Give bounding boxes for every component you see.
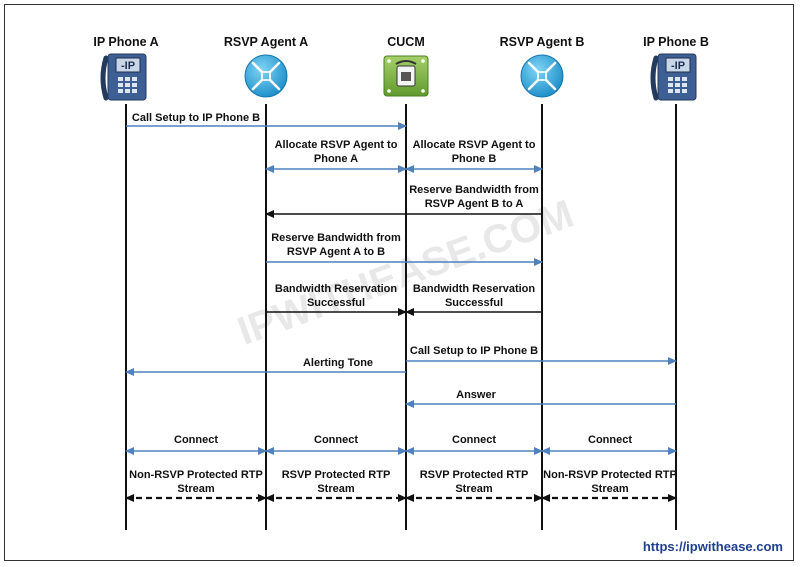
message-8: Alerting Tone <box>125 357 406 376</box>
router-icon <box>244 54 288 98</box>
actor-4: IP Phone B -IP <box>643 35 709 101</box>
message-label: Connect <box>174 434 218 446</box>
call-manager-icon <box>383 55 429 97</box>
message-10: Connect <box>125 434 267 455</box>
actor-2: CUCM <box>383 35 429 97</box>
messages: Call Setup to IP Phone B Allocate RSVP Ag… <box>125 112 677 502</box>
actor-label: RSVP Agent A <box>224 35 308 49</box>
actor-1: RSVP Agent A <box>224 35 308 98</box>
site-url[interactable]: https://ipwithease.com <box>643 539 783 554</box>
message-13: Connect <box>541 434 677 455</box>
actor-label: CUCM <box>387 35 425 49</box>
router-icon <box>520 54 564 98</box>
message-11: Connect <box>265 434 407 455</box>
actors: IP Phone A -IP RSVP Agent A CUCM RSVP Agent … <box>93 35 709 101</box>
actor-3: RSVP Agent B <box>500 35 585 98</box>
svg-text:-IP: -IP <box>121 60 135 72</box>
message-0: Call Setup to IP Phone B <box>126 112 407 130</box>
message-label: Answer <box>456 389 496 401</box>
actor-label: IP Phone B <box>643 35 709 49</box>
svg-text:-IP: -IP <box>671 60 685 72</box>
lifelines <box>125 104 677 530</box>
ip-phone-icon: -IP <box>650 53 697 101</box>
ip-phone-icon: -IP <box>100 53 147 101</box>
message-label: Call Setup to IP Phone B <box>132 112 260 124</box>
message-label: Alerting Tone <box>303 357 373 369</box>
actor-label: IP Phone A <box>93 35 158 49</box>
actor-label: RSVP Agent B <box>500 35 585 49</box>
message-label: Connect <box>314 434 358 446</box>
message-label: Call Setup to IP Phone B <box>410 345 538 357</box>
message-9: Answer <box>405 389 676 408</box>
message-12: Connect <box>405 434 543 455</box>
message-7: Call Setup to IP Phone B <box>406 345 677 365</box>
actor-0: IP Phone A -IP <box>93 35 159 101</box>
message-label: Connect <box>452 434 496 446</box>
message-label: Connect <box>588 434 632 446</box>
